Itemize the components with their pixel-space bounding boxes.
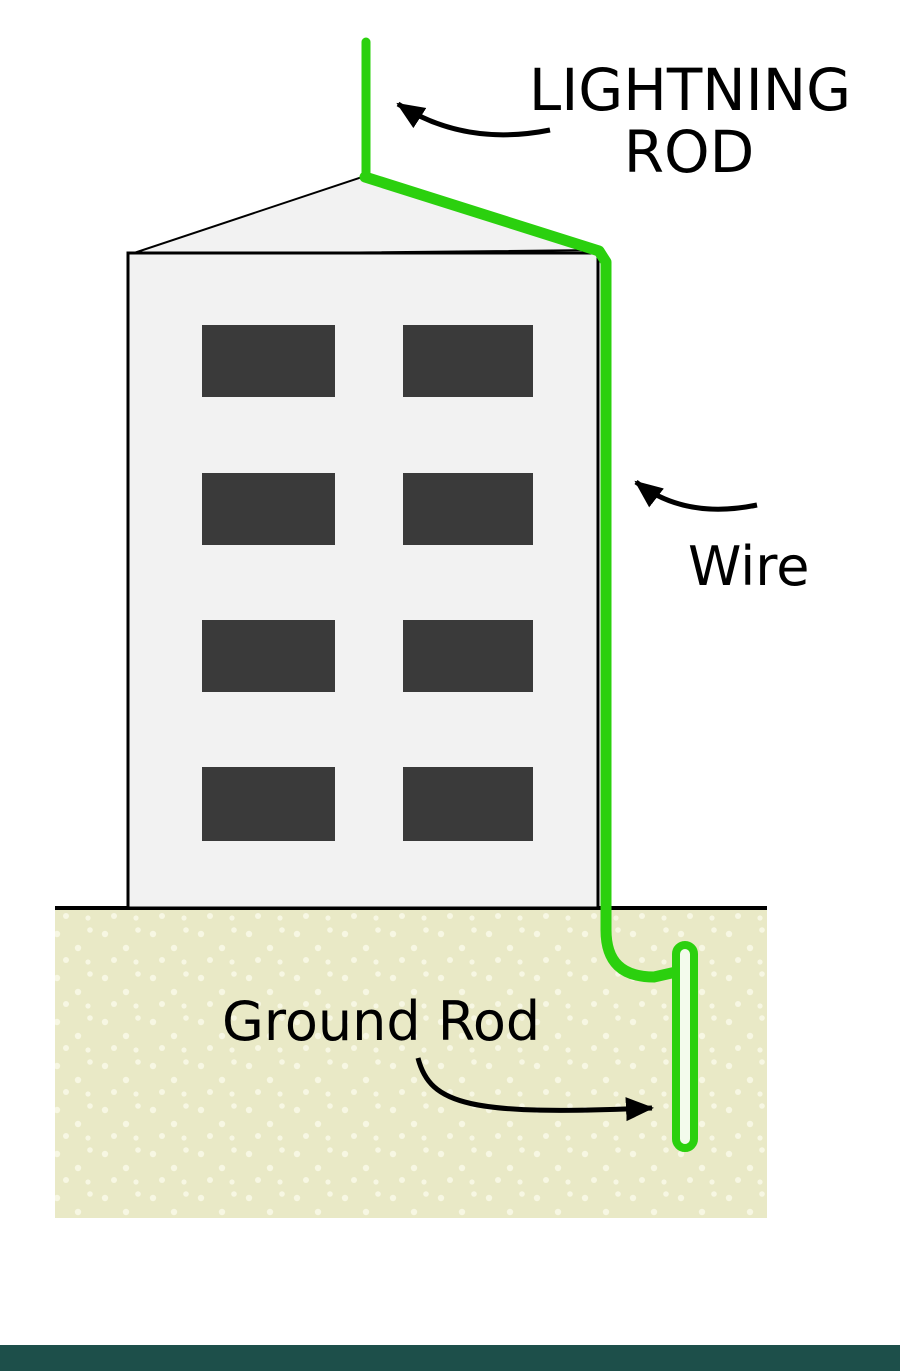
lightning-rod-label-line2: ROD [624,118,755,186]
ground-rod [672,941,698,1152]
roof [127,174,599,256]
bottom-border-bar [0,1345,900,1371]
ground-rod-label: Ground Rod [222,990,540,1053]
window [403,325,533,397]
ground-soil [55,908,767,1218]
down-conductor-wire [359,171,682,983]
window [202,325,335,397]
window [202,473,335,545]
wire-label: Wire [688,535,809,598]
building-windows [202,325,533,841]
lightning-rod-arrow [396,101,551,138]
window [403,473,533,545]
window [403,767,533,841]
wire-arrow [634,480,758,512]
window [403,620,533,692]
lightning-rod-label-line1: LIGHTNING [529,56,851,124]
window [202,620,335,692]
window [202,767,335,841]
ground-rod-arrow [415,1057,654,1122]
